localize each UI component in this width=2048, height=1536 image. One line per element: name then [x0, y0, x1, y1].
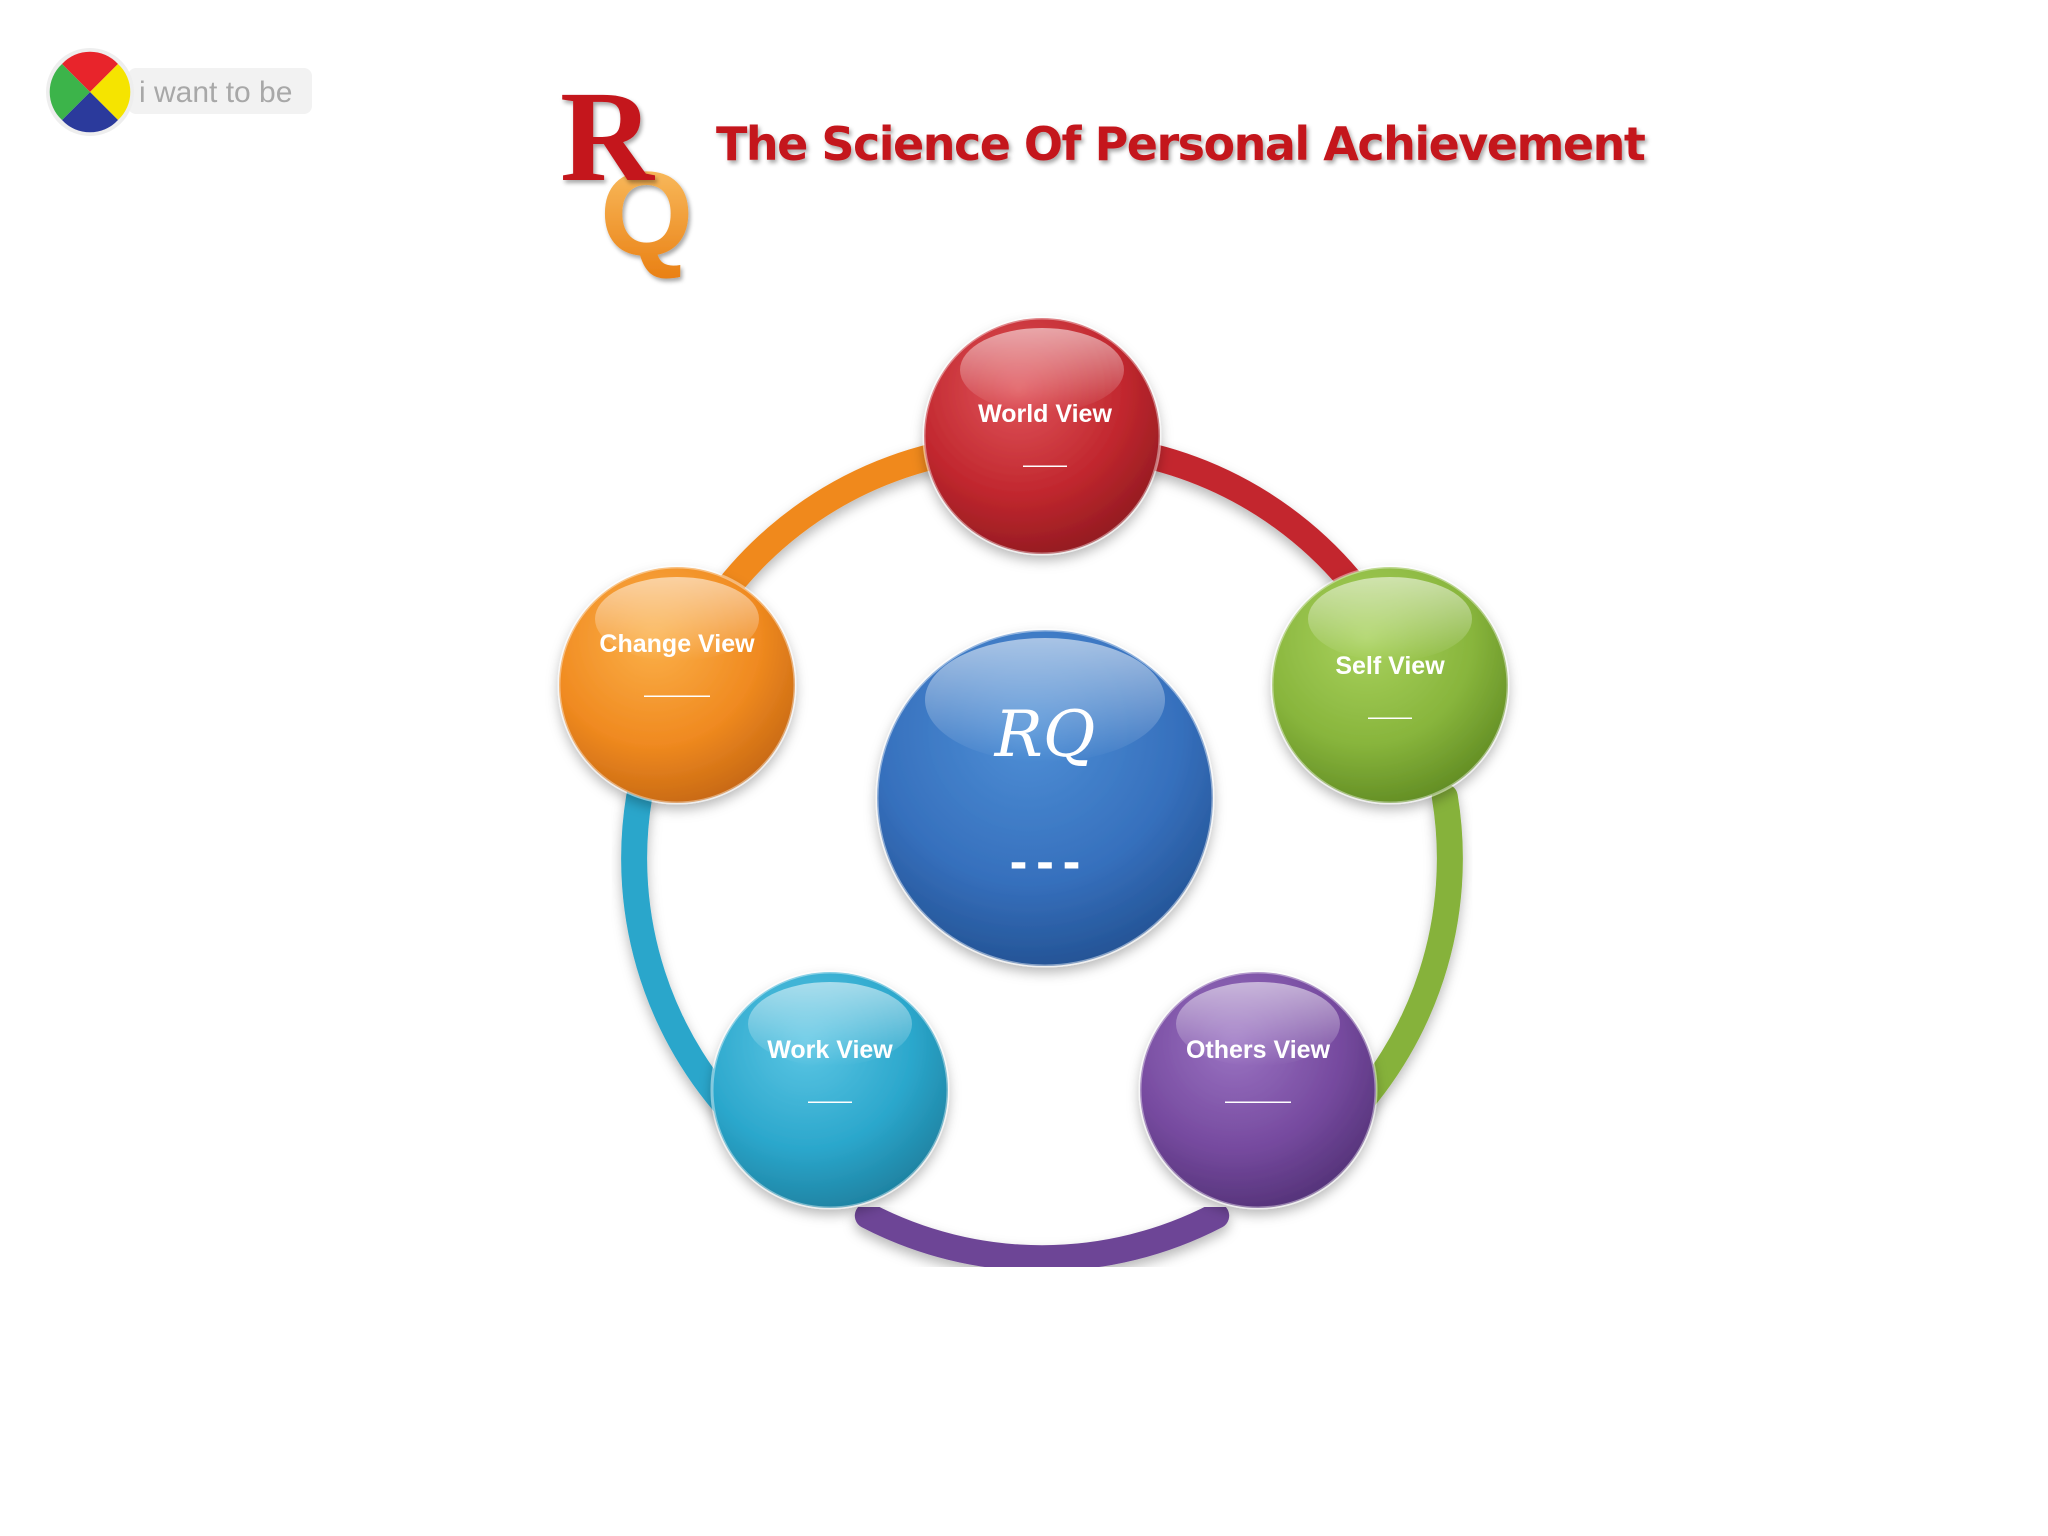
node-sub-self-view: —— [1368, 704, 1412, 729]
logo-letter-q: Q [600, 147, 693, 281]
brand-label-background [128, 68, 312, 114]
brand-badge[interactable]: i want to be [46, 48, 312, 136]
center-label: RQ [994, 698, 1096, 772]
node-world-view[interactable]: World View —— [922, 316, 1162, 556]
four-color-x-logo-icon [49, 51, 131, 133]
node-gloss [1176, 982, 1340, 1066]
node-label-work-view: Work View [767, 1036, 893, 1064]
center-sub-label: --- [1005, 838, 1084, 889]
node-label-others-view: Others View [1186, 1036, 1331, 1064]
node-sub-others-view: ——— [1225, 1088, 1291, 1113]
node-gloss [595, 577, 759, 661]
node-gloss [960, 328, 1124, 412]
node-change-view[interactable]: Change View ——— [557, 565, 797, 805]
node-work-view[interactable]: Work View —— [710, 970, 950, 1210]
node-label-change-view: Change View [599, 630, 755, 658]
node-sub-world-view: —— [1023, 452, 1067, 477]
logo-letter-r: R [560, 65, 656, 209]
page-title: The Science Of Personal Achievement [716, 117, 1645, 171]
node-gloss [748, 982, 912, 1066]
node-self-view[interactable]: Self View —— [1270, 565, 1510, 805]
node-others-view[interactable]: Others View ——— [1138, 970, 1378, 1210]
node-gloss [1308, 577, 1472, 661]
arc-others-to-work [854, 1202, 1230, 1272]
node-sub-work-view: —— [808, 1088, 852, 1113]
header: Q R The Science Of Personal Achievement [560, 65, 1646, 281]
rq-logo: Q R [560, 65, 693, 281]
node-sub-change-view: ——— [644, 682, 710, 707]
center-gloss [925, 638, 1165, 762]
center-node-rq[interactable]: RQ --- [875, 628, 1215, 968]
node-label-world-view: World View [978, 400, 1112, 428]
node-label-self-view: Self View [1335, 652, 1445, 680]
brand-label: i want to be [139, 76, 292, 109]
